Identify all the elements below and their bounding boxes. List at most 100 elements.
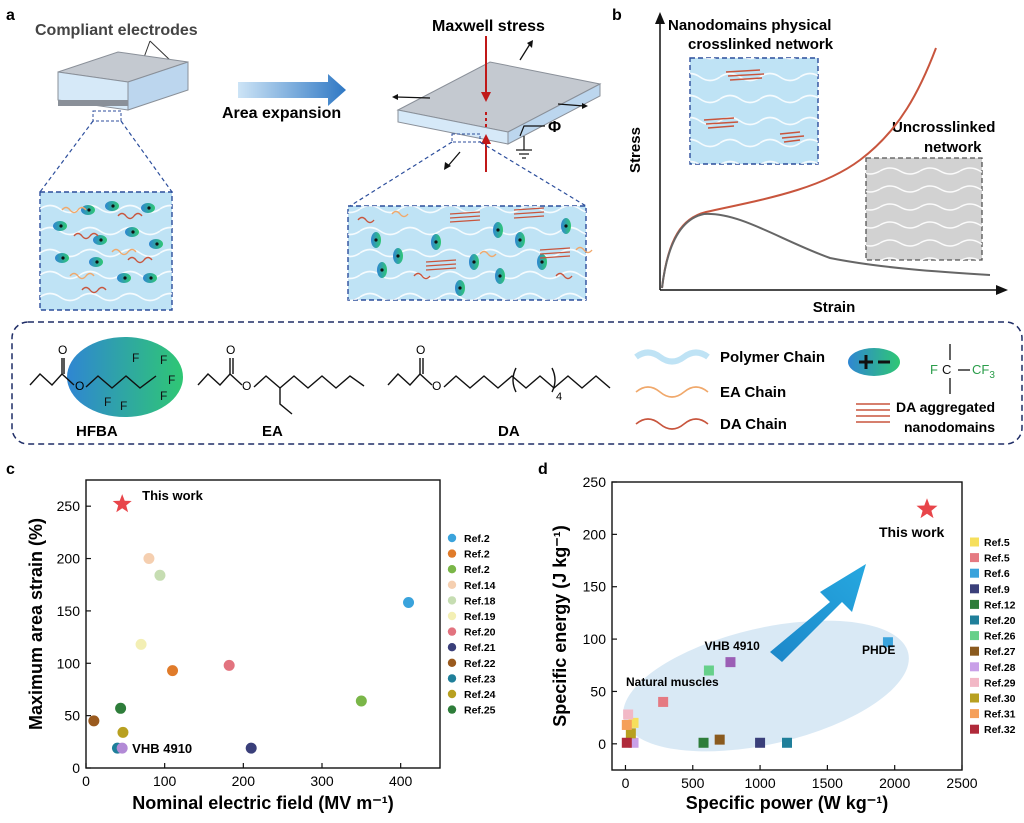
hfba-f-2: F [120, 399, 127, 413]
this-work-star [112, 494, 132, 513]
cf3-structure: F C CF3 [930, 344, 995, 394]
compliant-electrodes-label: Compliant electrodes [35, 22, 198, 39]
scatter-point [698, 737, 709, 748]
scatter-point [117, 726, 129, 738]
ion-dot [61, 256, 65, 260]
da-aggregate-line [513, 215, 545, 219]
legend-entry: Ref.18 [464, 595, 496, 607]
panel-b: b Stress Strain Nanodomains physical cro… [612, 7, 1008, 316]
scatter-point [628, 737, 639, 748]
molecule-da-label: DA [498, 423, 520, 440]
scatter-point [621, 737, 632, 748]
cf3-subscript: 3 [989, 370, 995, 381]
legend-entry: Ref.24 [464, 689, 496, 701]
legend-entry: Ref.22 [464, 658, 496, 670]
panel-d-label: d [538, 461, 548, 478]
scatter-point [625, 728, 636, 739]
x-tick-label: 0 [622, 775, 630, 791]
scatter-point [782, 737, 792, 748]
legend-entry: Ref.9 [984, 584, 1010, 596]
legend-marker [447, 643, 457, 652]
y-tick-label: 200 [583, 526, 607, 542]
y-tick-label: 100 [57, 655, 81, 671]
cf3-f-atom: F [930, 362, 938, 377]
scatter-point [621, 719, 632, 730]
legend-entry: Ref.5 [984, 537, 1010, 549]
panel-c-ylabel: Maximum area strain (%) [26, 518, 46, 730]
legend-entry: Ref.28 [984, 662, 1016, 674]
ion-dot [155, 242, 159, 246]
legend-entry: Ref.31 [984, 709, 1016, 721]
svg-text:O: O [432, 379, 441, 393]
polymer-segment [117, 212, 143, 220]
polymer-segment [81, 286, 107, 294]
inset-unstretched [39, 191, 173, 311]
phde-label: PHDE [862, 643, 895, 657]
molecule-legend-box: O O F F F F F F HFBA O O EA [11, 321, 1023, 445]
polymer-segment [575, 246, 593, 254]
scatter-point [628, 717, 639, 728]
legend-entry: Ref.2 [464, 549, 490, 561]
x-tick-label: 500 [681, 775, 705, 791]
panel-c-plot-frame [85, 479, 441, 769]
cf3-c-atom: C [942, 362, 951, 377]
legend-marker [970, 537, 979, 547]
y-tick-label: 0 [598, 736, 606, 752]
x-tick-label: 1000 [744, 775, 775, 791]
scatter-point [714, 734, 725, 745]
ion-dot [458, 286, 462, 290]
da-structure: O O 4 [387, 343, 611, 403]
ion-dot [396, 254, 400, 258]
da-chain-label: DA Chain [720, 416, 787, 433]
ion-dot [472, 260, 476, 264]
x-tick-label: 0 [82, 773, 90, 789]
legend-entry: Ref.29 [984, 677, 1016, 689]
da-aggregate-line [425, 259, 457, 263]
scatter-point [882, 637, 893, 648]
legend-marker [970, 693, 979, 703]
performance-ellipse [623, 620, 909, 752]
hfba-f-3: F [132, 351, 139, 365]
hfba-structure: O O F F F F F F [29, 337, 183, 417]
legend-entry: Ref.25 [464, 705, 496, 717]
crosslinked-label-1: Nanodomains physical [668, 17, 831, 34]
panel-d-ylabel: Specific energy (J kg⁻¹) [550, 525, 570, 727]
cf3-group: CF3 [972, 362, 995, 381]
legend-marker [447, 533, 457, 543]
legend-marker [970, 724, 979, 734]
polymer-segment [413, 272, 431, 280]
scatter-point [167, 665, 179, 677]
cf3-group-text: CF [972, 362, 989, 377]
elastomer-slab-small [57, 51, 189, 122]
scatter-point [135, 638, 147, 650]
hfba-f-1: F [104, 395, 111, 409]
y-tick-label: 100 [583, 631, 607, 647]
vhb-label: VHB 4910 [704, 639, 760, 653]
y-tick-label: 150 [57, 603, 81, 619]
molecule-ea-label: EA [262, 423, 283, 440]
scatter-point [703, 665, 714, 676]
scatter-point [88, 715, 100, 727]
x-tick-label: 300 [310, 773, 334, 789]
da-aggregate-line [539, 251, 571, 255]
legend-marker [447, 596, 457, 605]
polymer-segment [61, 206, 87, 214]
y-tick-label: 250 [583, 474, 607, 490]
legend-entry: Ref.30 [984, 693, 1016, 705]
legend-marker [447, 705, 457, 714]
molecule-hfba-label: HFBA [76, 423, 118, 440]
legend-entry: Ref.14 [464, 580, 496, 592]
legend-entry: Ref.27 [984, 646, 1016, 658]
ion-dot [498, 274, 502, 278]
legend-marker [447, 565, 457, 574]
hfba-f-6: F [160, 389, 167, 403]
svg-text:O: O [58, 343, 67, 357]
scatter-point [223, 659, 235, 671]
legend-entry: Ref.26 [984, 631, 1016, 643]
ion-dot [540, 260, 544, 264]
scatter-point [143, 553, 155, 565]
legend-entry: Ref.2 [464, 533, 490, 545]
ea-chain-icon [635, 386, 709, 398]
